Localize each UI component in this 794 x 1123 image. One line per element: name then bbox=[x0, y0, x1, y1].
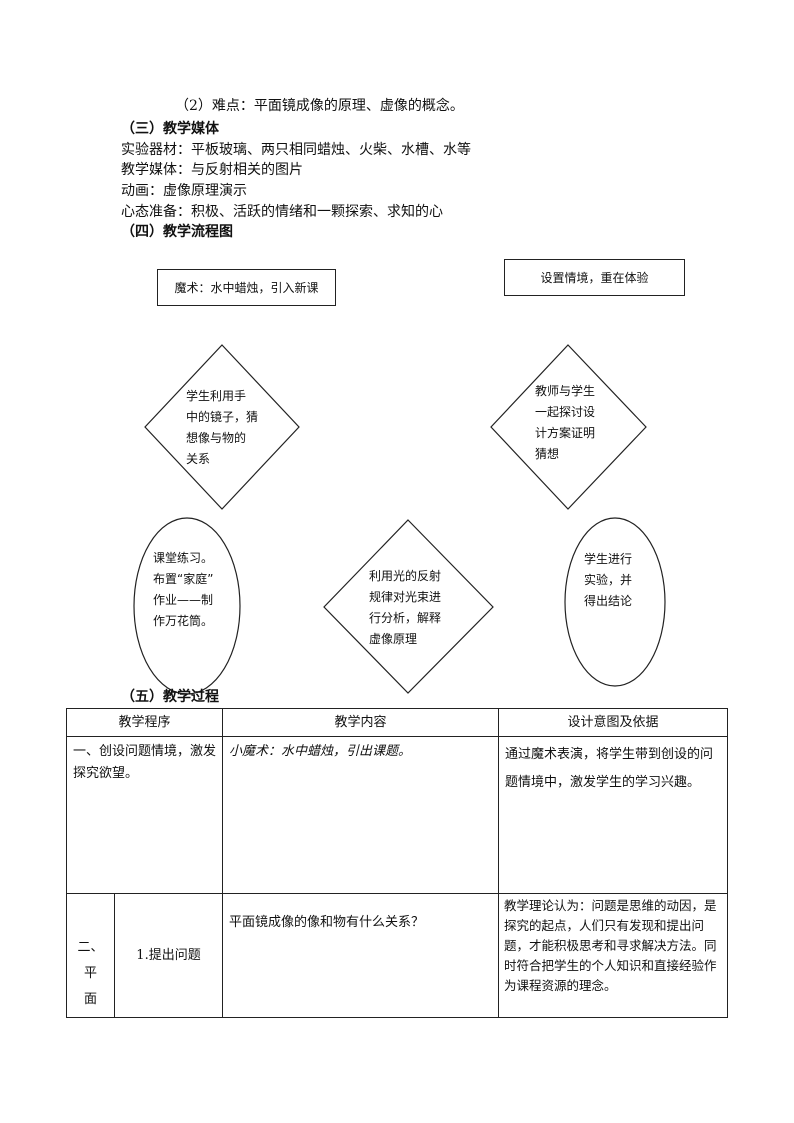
diamond-right-line: 教师与学生 bbox=[535, 384, 596, 398]
row1-step: 一、创设问题情境，激发探究欲望。 bbox=[65, 736, 224, 894]
process-table: 教学程序 教学内容 设计意图及依据 一、创设问题情境，激发探究欲望。 小魔术：水… bbox=[65, 708, 729, 1018]
diamond-center-line: 虚像原理 bbox=[369, 632, 418, 646]
box-scenario: 设置情境，重在体验 bbox=[504, 259, 685, 296]
row1-content: 小魔术：水中蜡烛，引出课题。 bbox=[222, 736, 500, 894]
diamond-center bbox=[323, 519, 494, 694]
table-row: 一、创设问题情境，激发探究欲望。 小魔术：水中蜡烛，引出课题。 通过魔术表演，将… bbox=[65, 736, 729, 894]
ellipse-right-text: 学生进行 实验，并 得出结论 bbox=[584, 549, 632, 612]
animation-line: 动画：虚像原理演示 bbox=[121, 183, 247, 199]
diamond-left-line: 中的镜子，猜 bbox=[186, 410, 259, 424]
diamond-right-line: 一起探讨设 bbox=[535, 405, 596, 419]
table-header-row: 教学程序 教学内容 设计意图及依据 bbox=[65, 708, 729, 737]
header-content: 教学内容 bbox=[222, 708, 500, 737]
ellipse-left-line: 课堂练习。 bbox=[153, 551, 214, 565]
diamond-left-text: 学生利用手 中的镜子，猜 想像与物的 关系 bbox=[186, 386, 258, 470]
equipment-line: 实验器材：平板玻璃、两只相同蜡烛、火柴、水槽、水等 bbox=[121, 142, 471, 158]
ellipse-right-line: 实验，并 bbox=[584, 573, 633, 587]
diamond-center-text: 利用光的反射 规律对光束进 行分析，解释 虚像原理 bbox=[369, 566, 441, 650]
diamond-left-line: 关系 bbox=[186, 452, 211, 466]
media-heading: （三）教学媒体 bbox=[121, 121, 219, 137]
row2-section-char: 二、 bbox=[77, 940, 104, 955]
box-magic: 魔术：水中蜡烛，引入新课 bbox=[157, 269, 336, 306]
table-row: 二、 平 面 1.提出问题 平面镜成像的像和物有什么关系？ 教学理论认为：问题是… bbox=[66, 893, 729, 1018]
mindset-line: 心态准备：积极、活跃的情绪和一颗探索、求知的心 bbox=[121, 204, 443, 220]
row1-intent: 通过魔术表演，将学生带到创设的问题情境中，激发学生的学习兴趣。 bbox=[498, 736, 729, 894]
diamond-left bbox=[144, 344, 300, 510]
media-line: 教学媒体：与反射相关的图片 bbox=[121, 162, 303, 178]
ellipse-left bbox=[133, 517, 241, 695]
flow-heading: （四）教学流程图 bbox=[121, 224, 233, 240]
ellipse-left-line: 作业——制 bbox=[153, 593, 214, 607]
header-step: 教学程序 bbox=[65, 708, 224, 737]
ellipse-left-line: 布置“家庭” bbox=[153, 572, 214, 586]
row2-section-char: 面 bbox=[83, 992, 97, 1007]
row2-step: 1.提出问题 bbox=[113, 893, 224, 1018]
ellipse-right-line: 学生进行 bbox=[584, 552, 633, 566]
row2-section: 二、 平 面 bbox=[66, 893, 115, 1018]
row2-content: 平面镜成像的像和物有什么关系？ bbox=[222, 893, 500, 1018]
diamond-center-line: 利用光的反射 bbox=[369, 569, 442, 583]
ellipse-right-line: 得出结论 bbox=[584, 594, 633, 608]
process-heading: （五）教学过程 bbox=[121, 689, 219, 705]
diamond-center-line: 行分析，解释 bbox=[369, 611, 442, 625]
diamond-right-line: 猜想 bbox=[535, 447, 560, 461]
difficulty-line: （2）难点：平面镜成像的原理、虚像的概念。 bbox=[175, 98, 464, 114]
ellipse-left-text: 课堂练习。 布置“家庭” 作业——制 作万花筒。 bbox=[153, 548, 213, 632]
ellipse-right bbox=[564, 517, 666, 687]
header-intent: 设计意图及依据 bbox=[498, 708, 729, 737]
diamond-right-line: 计方案证明 bbox=[535, 426, 596, 440]
diamond-left-line: 学生利用手 bbox=[186, 389, 247, 403]
diamond-right bbox=[490, 344, 647, 510]
row2-section-char: 平 bbox=[83, 966, 97, 981]
flowchart bbox=[133, 344, 666, 695]
row2-intent: 教学理论认为：问题是思维的动因，是探究的起点，人们只有发现和提出问题，才能积极思… bbox=[498, 893, 729, 1018]
diamond-right-text: 教师与学生 一起探讨设 计方案证明 猜想 bbox=[535, 381, 595, 465]
diamond-left-line: 想像与物的 bbox=[186, 431, 247, 445]
diamond-center-line: 规律对光束进 bbox=[369, 590, 442, 604]
ellipse-left-line: 作万花筒。 bbox=[153, 614, 214, 628]
